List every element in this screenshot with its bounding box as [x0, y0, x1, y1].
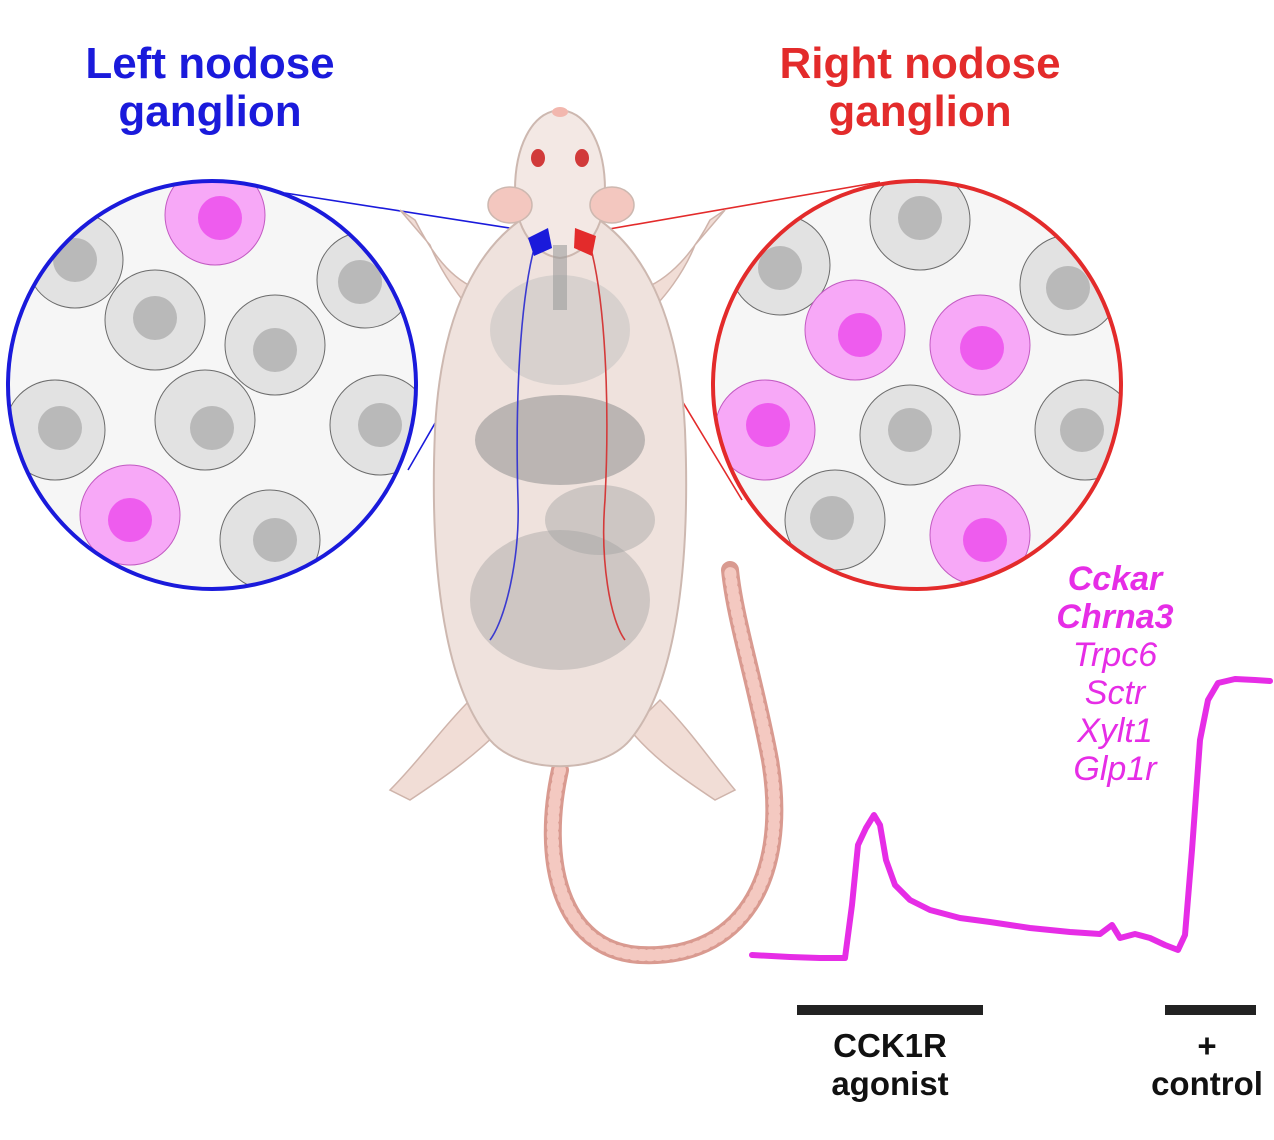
rat [388, 107, 737, 801]
rat-left-eye [531, 149, 545, 167]
agonist-label: CCK1R agonist [780, 1027, 1000, 1103]
neuron-cell [154, 369, 256, 471]
control-label-line1: + [1197, 1027, 1217, 1064]
stomach [545, 485, 655, 555]
liver [475, 395, 645, 485]
rat-left-ear [487, 186, 533, 224]
neuron-cell [219, 489, 321, 589]
right-vagus-nerve [589, 244, 626, 641]
responsive-neuron-cell [164, 181, 266, 266]
gene-label: Chrna3 [1056, 598, 1174, 636]
neuron-cell [8, 379, 106, 481]
rat-right-eye [575, 149, 589, 167]
responsive-neuron-cell [714, 379, 816, 481]
responsive-neuron-cell [929, 484, 1031, 586]
responsive-neuron-cell [79, 464, 181, 566]
rat-nose [552, 107, 568, 117]
right-ganglion-title: Right nodose ganglion [740, 40, 1100, 136]
gene-list: Cckar Chrna3 Trpc6 Sctr Xylt1 Glp1r [1010, 560, 1220, 788]
rat-right-ear [589, 186, 635, 224]
right-title-line2: ganglion [828, 87, 1012, 136]
neuron-cell [784, 469, 886, 571]
gene-label: Xylt1 [1077, 712, 1153, 750]
agonist-label-line2: agonist [831, 1065, 949, 1102]
agonist-bar [797, 1005, 983, 1015]
left-ganglion-title: Left nodose ganglion [40, 40, 380, 136]
control-label: + control [1140, 1027, 1274, 1103]
left-nodose-ganglion [528, 228, 552, 256]
gene-label: Glp1r [1073, 750, 1157, 788]
neuron-cell [859, 384, 961, 486]
calcium-trace [749, 676, 1273, 961]
left-ganglion-zoom [6, 179, 418, 591]
neuron-cell [104, 269, 206, 371]
right-title-line1: Right nodose [779, 39, 1061, 88]
gene-label: Sctr [1084, 674, 1146, 712]
agonist-label-line1: CCK1R [833, 1027, 947, 1064]
neuron-cell [224, 294, 326, 396]
responsive-neuron-cell [929, 294, 1031, 396]
rat-left-hind-leg [388, 698, 502, 801]
left-title-line1: Left nodose [85, 39, 335, 88]
control-label-line2: control [1151, 1065, 1263, 1102]
left-vagus-nerve [489, 244, 536, 641]
responsive-neuron-cell [804, 279, 906, 381]
right-ganglion-zoom [711, 179, 1123, 591]
right-nodose-ganglion [574, 228, 596, 256]
rat-right-hind-leg [628, 698, 737, 801]
control-bar [1165, 1005, 1256, 1015]
left-title-line2: ganglion [118, 87, 302, 136]
neuron-cell [869, 181, 971, 271]
trachea [553, 245, 567, 310]
neuron-cell [316, 231, 414, 329]
intestines [470, 530, 650, 670]
neuron-cell [26, 211, 124, 309]
gene-label: Cckar [1067, 560, 1163, 598]
gene-label: Trpc6 [1072, 636, 1158, 674]
